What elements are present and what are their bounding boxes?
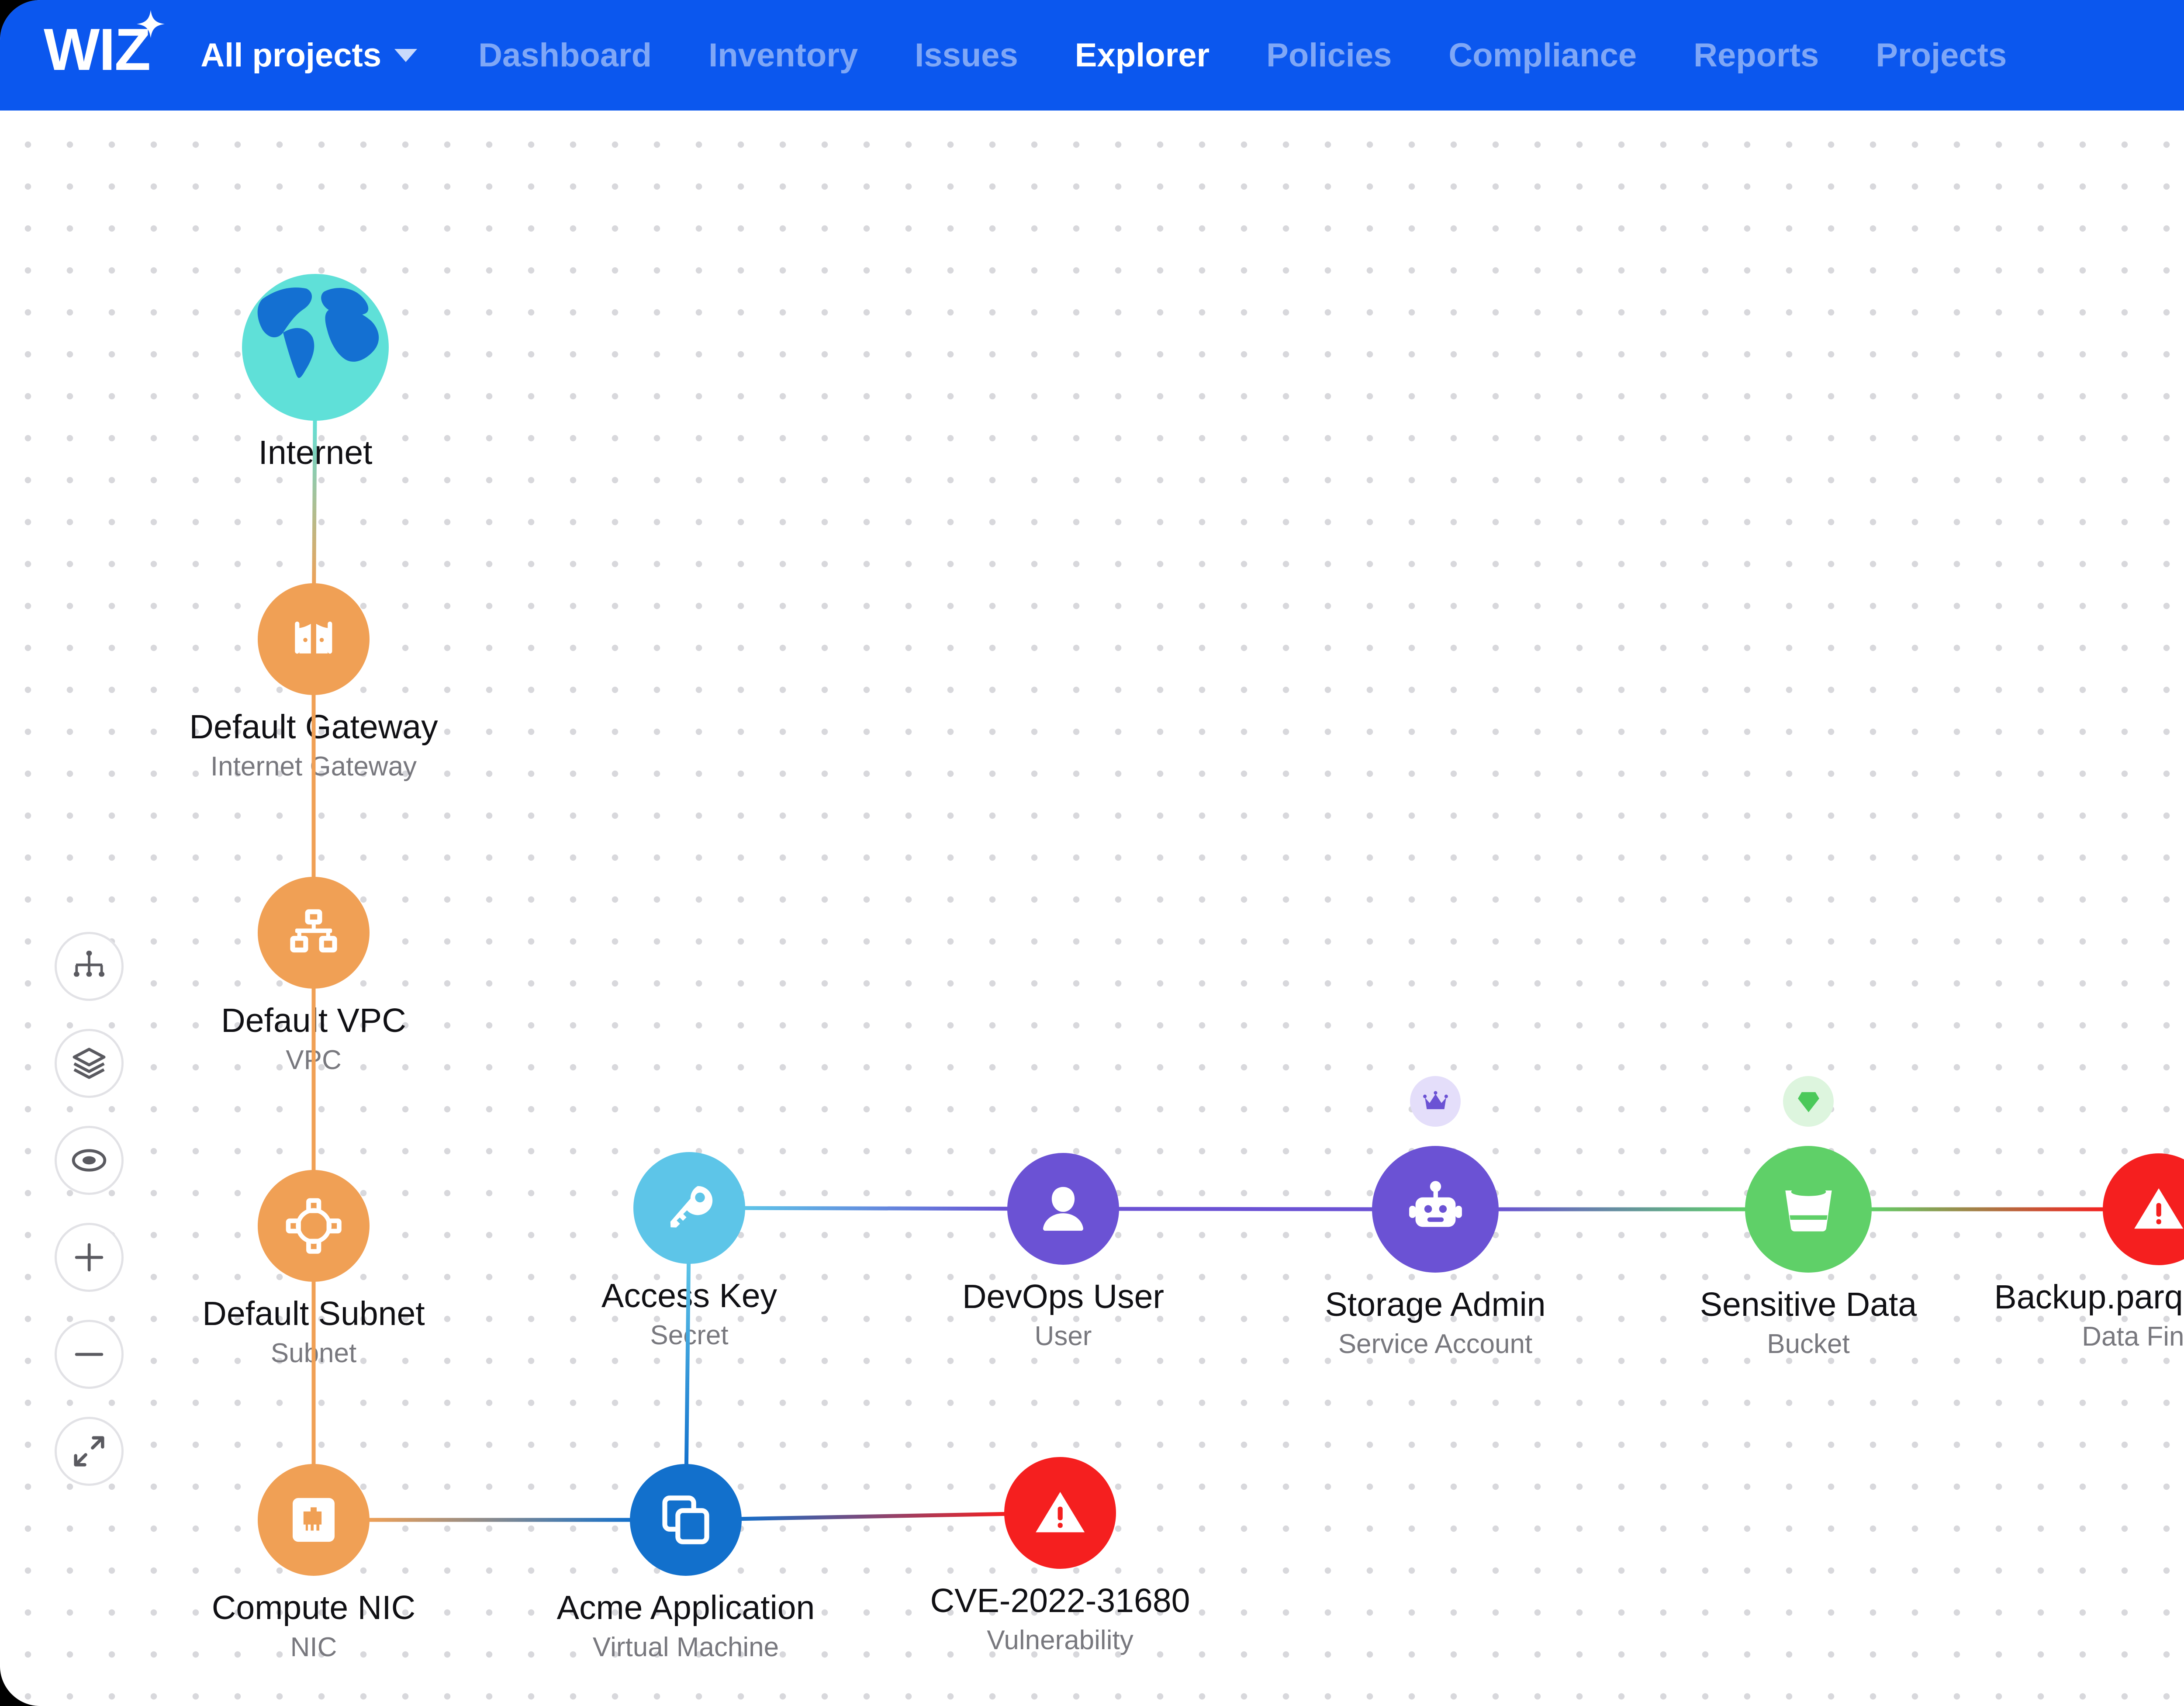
node-badge-storageadmin	[1410, 1076, 1461, 1127]
node-title-devops: DevOps User	[962, 1278, 1165, 1315]
layers-button[interactable]	[55, 1029, 124, 1098]
node-disc-nic: Compute NIC NIC	[212, 1464, 415, 1662]
subnet-icon	[286, 1198, 342, 1254]
node-subtitle-cve: Vulnerability	[987, 1625, 1133, 1655]
wiz-wordmark: WIZ	[44, 16, 151, 83]
node-subtitle-storageadmin: Service Account	[1338, 1329, 1533, 1359]
zoom-out-button[interactable]	[55, 1320, 124, 1389]
fullscreen-button[interactable]	[55, 1417, 124, 1486]
plus-icon	[75, 1243, 104, 1272]
person-icon	[1043, 1187, 1083, 1231]
node-badge-sensitive	[1783, 1076, 1834, 1127]
top-navigation-bar: WIZ All projects Dashboard Inventory Iss…	[0, 0, 2184, 111]
node-title-cve: CVE-2022-31680	[930, 1582, 1190, 1619]
center-focus-button[interactable]	[55, 1126, 124, 1195]
sparkle-icon	[137, 10, 165, 38]
wiz-logo[interactable]: WIZ	[44, 10, 165, 85]
node-subtitle-devops: User	[1034, 1321, 1092, 1351]
ethernet-icon	[293, 1498, 335, 1542]
nav-item-explorer[interactable]: Explorer	[1075, 37, 1210, 74]
expand-arrows-icon	[74, 1436, 104, 1467]
graph-node-backup[interactable]: Backup.parquet:EmailData Finding	[1994, 1153, 2184, 1352]
node-subtitle-nic: NIC	[290, 1632, 337, 1662]
project-selector[interactable]: All projects	[200, 36, 418, 74]
graph-edges	[311, 418, 2105, 1522]
target-icon	[72, 1149, 107, 1172]
graph-edge-acmeapp-to-accesskey	[684, 1261, 691, 1467]
node-disc-internet: Internet	[242, 274, 389, 471]
sitemap-icon	[290, 909, 337, 953]
nav-item-reports[interactable]: Reports	[1693, 37, 1819, 74]
graph-edge-internet-to-gateway	[312, 418, 317, 586]
node-subtitle-acmeapp: Virtual Machine	[592, 1632, 779, 1662]
node-title-sensitive: Sensitive Data	[1700, 1286, 1917, 1323]
key-icon	[670, 1186, 713, 1228]
nav-item-issues[interactable]: Issues	[915, 37, 1018, 74]
nav-item-policies[interactable]: Policies	[1266, 37, 1392, 74]
graph-node-nic[interactable]: Compute NIC NIC	[212, 1464, 415, 1662]
node-subtitle-sensitive: Bucket	[1767, 1329, 1850, 1359]
minus-icon	[75, 1353, 104, 1356]
sitemap-icon	[73, 951, 105, 977]
crown-icon	[1423, 1090, 1448, 1109]
windows-copy-icon	[662, 1495, 709, 1544]
nav-item-compliance[interactable]: Compliance	[1448, 37, 1637, 74]
warning-icon	[2134, 1188, 2183, 1229]
gem-icon	[1797, 1092, 1819, 1112]
chevron-down-icon	[394, 48, 418, 62]
canvas-toolbar	[55, 932, 124, 1486]
zoom-in-button[interactable]	[55, 1223, 124, 1292]
robot-icon	[1409, 1180, 1462, 1227]
graph-edge-acmeapp-to-cve	[739, 1512, 1007, 1521]
nav-item-dashboard[interactable]: Dashboard	[478, 37, 652, 74]
node-title-acmeapp: Acme Application	[556, 1589, 815, 1626]
gate-icon	[295, 621, 332, 654]
layers-icon	[73, 1048, 106, 1079]
node-labels-nic: Compute NIC NIC	[212, 1576, 415, 1663]
bucket-icon	[1785, 1187, 1832, 1232]
nav-item-projects[interactable]: Projects	[1876, 37, 2007, 74]
graph-node-internet[interactable]: Internet	[242, 274, 389, 471]
warning-icon	[1035, 1491, 1085, 1533]
layout-graph-button[interactable]	[55, 932, 124, 1001]
node-labels-backup: Backup.parquet:EmailData Finding	[1994, 1265, 2184, 1353]
node-title-nic: Compute NIC	[211, 1589, 416, 1626]
nav-item-inventory[interactable]: Inventory	[708, 37, 858, 74]
node-subtitle-backup: Data Finding	[2082, 1321, 2184, 1352]
project-selector-label: All projects	[200, 37, 382, 74]
globe-icon	[242, 274, 389, 421]
node-title-backup: Backup.parquet:Email	[1994, 1278, 2184, 1316]
node-title-storageadmin: Storage Admin	[1325, 1286, 1546, 1323]
